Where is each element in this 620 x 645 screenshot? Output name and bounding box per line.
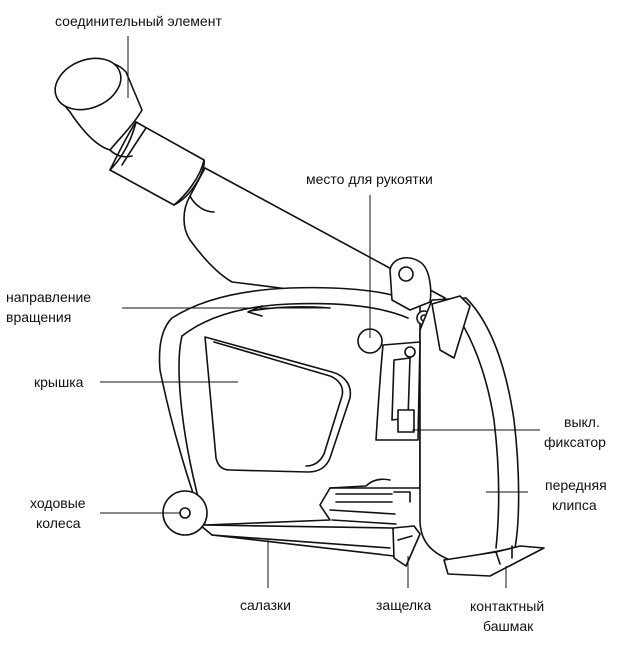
leader-lines	[100, 36, 540, 588]
label-connector: соединительный элемент	[55, 13, 222, 29]
label-front-line1: передняя	[545, 477, 607, 493]
label-skids: салазки	[240, 597, 291, 613]
switch-lock	[375, 341, 421, 441]
coupling-ring	[109, 121, 205, 206]
cover-window	[204, 336, 352, 473]
label-cover: крышка	[34, 374, 84, 390]
label-rotation-line2: вращения	[6, 309, 72, 325]
front-clip	[419, 295, 520, 561]
label-front-line2: клипса	[552, 497, 597, 513]
label-switch-line1: выкл.	[564, 414, 600, 430]
label-switch-line2: фиксатор	[544, 434, 606, 450]
label-latch: защелка	[376, 597, 432, 613]
label-contact-line2: башмак	[483, 618, 534, 634]
latch	[392, 525, 421, 567]
label-wheels-line1: ходовые	[30, 495, 86, 511]
walking-wheel	[162, 490, 208, 536]
label-rotation-line1: направление	[6, 289, 92, 305]
internal-ribs	[329, 478, 411, 525]
connector-elbow	[54, 57, 143, 158]
contact-shoe	[443, 545, 545, 577]
label-contact-line1: контактный	[470, 598, 545, 614]
label-handle-spot: место для рукоятки	[306, 171, 433, 187]
label-wheels-line2: колеса	[36, 515, 81, 531]
skids	[199, 524, 405, 557]
